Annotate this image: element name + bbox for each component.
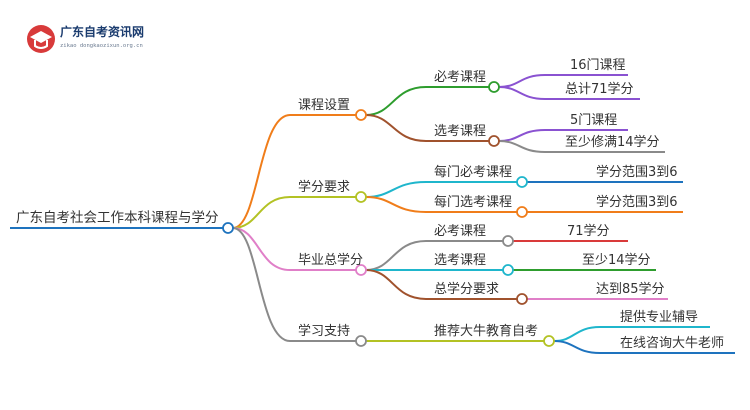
subtopic-label: 选考课程 <box>434 124 486 139</box>
leaf-connector <box>498 86 546 100</box>
leaf-label: 提供专业辅导 <box>620 309 698 325</box>
leaf-label: 在线咨询大牛老师 <box>620 336 724 351</box>
leaf-label: 达到85学分 <box>596 281 665 297</box>
branch-topic: 学习支持 <box>298 323 350 339</box>
logo-subtitle: zikao dongkaozixun.org.cn <box>60 43 143 49</box>
leaf-connector <box>498 129 546 142</box>
leaf-label: 学分范围3到6 <box>596 194 678 210</box>
subtopic-label: 总学分要求 <box>434 281 499 297</box>
leaf-connector <box>498 74 546 88</box>
subtopic-node[interactable] <box>488 81 500 93</box>
root-node[interactable] <box>222 222 234 234</box>
root-topic: 广东自考社会工作本科课程与学分 <box>16 210 219 226</box>
subtopic-label: 选考课程 <box>434 253 486 268</box>
leaf-label: 5门课程 <box>570 113 617 128</box>
leaf-connector <box>553 340 601 354</box>
leaf-label: 至少14学分 <box>582 252 651 268</box>
subtopic-connector <box>365 86 427 116</box>
leaf-label: 学分范围3到6 <box>596 164 678 180</box>
branch-node[interactable] <box>355 191 367 203</box>
subtopic-connector <box>365 114 427 142</box>
subtopic-connector <box>365 269 427 300</box>
subtopic-connector <box>365 196 427 213</box>
subtopic-node[interactable] <box>502 264 514 276</box>
branch-topic: 课程设置 <box>298 98 350 113</box>
leaf-connector <box>553 326 601 342</box>
subtopic-node[interactable] <box>516 293 528 305</box>
subtopic-node[interactable] <box>543 335 555 347</box>
branch-node[interactable] <box>355 335 367 347</box>
mindmap-links <box>10 74 735 354</box>
mindmap-nodes: 广东自考社会工作本科课程与学分课程设置必考课程16门课程总计71学分选考课程5门… <box>16 58 724 351</box>
subtopic-label: 每门必考课程 <box>434 164 512 180</box>
subtopic-label: 必考课程 <box>434 224 486 239</box>
branch-topic: 学分要求 <box>298 179 350 195</box>
leaf-label: 至少修满14学分 <box>565 134 660 150</box>
subtopic-node[interactable] <box>488 135 500 147</box>
graduation-cap-base-icon <box>34 40 48 49</box>
subtopic-connector <box>365 240 427 271</box>
logo-title: 广东自考资讯网 <box>60 24 144 39</box>
subtopic-label: 推荐大牛教育自考 <box>434 323 538 339</box>
leaf-connector <box>498 140 546 153</box>
subtopic-node[interactable] <box>502 235 514 247</box>
branch-connector <box>232 114 291 229</box>
site-logo: 广东自考资讯网 zikao dongkaozixun.org.cn <box>27 24 144 53</box>
branch-connector <box>232 227 291 342</box>
branch-node[interactable] <box>355 109 367 121</box>
subtopic-label: 必考课程 <box>434 70 486 85</box>
branch-node[interactable] <box>355 264 367 276</box>
subtopic-connector <box>365 181 427 198</box>
leaf-label: 71学分 <box>567 223 610 239</box>
branch-topic: 毕业总学分 <box>298 252 363 268</box>
branch-connector <box>232 227 291 271</box>
subtopic-node[interactable] <box>516 206 528 218</box>
leaf-label: 总计71学分 <box>565 81 634 97</box>
leaf-label: 16门课程 <box>570 58 626 73</box>
subtopic-node[interactable] <box>516 176 528 188</box>
subtopic-label: 每门选考课程 <box>434 194 512 210</box>
branch-connector <box>232 196 291 229</box>
